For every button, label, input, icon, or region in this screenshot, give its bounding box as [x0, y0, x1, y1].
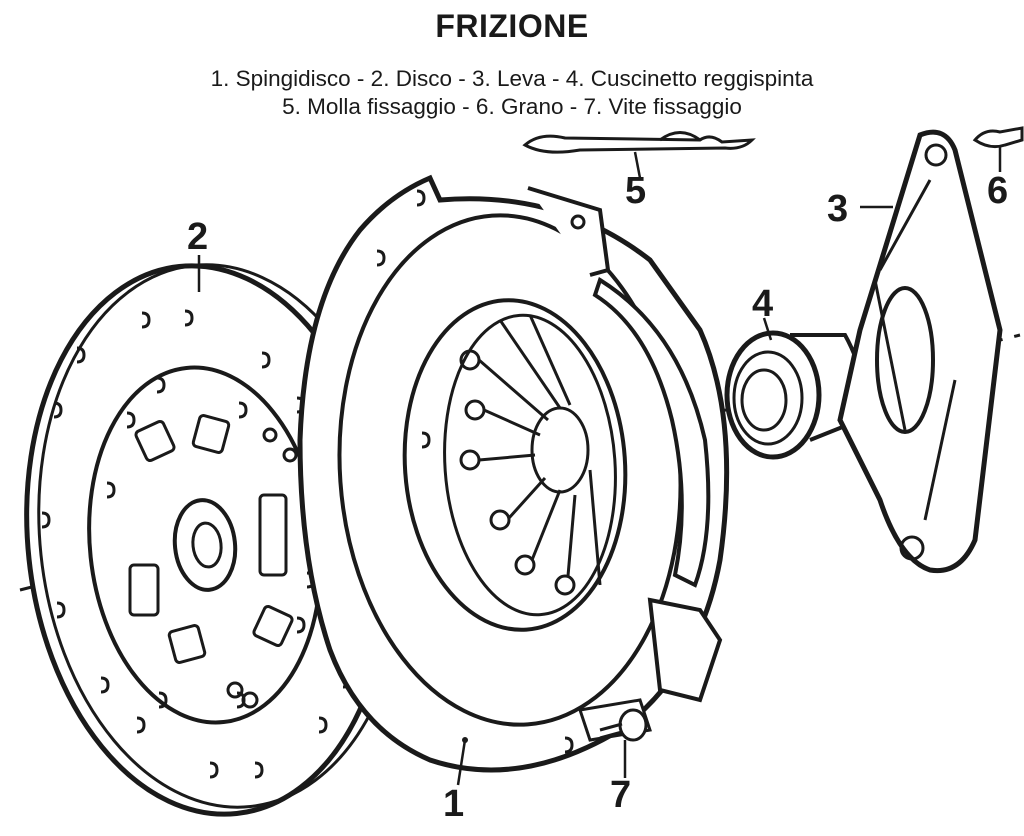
diagram-title: FRIZIONE — [435, 8, 589, 44]
callout-number-3: 3 — [827, 188, 849, 230]
callout-number-4: 4 — [752, 283, 774, 325]
diaphragm-fingers — [459, 314, 602, 596]
callout-number-7: 7 — [610, 774, 632, 816]
grub-screw — [972, 126, 1024, 149]
callout-number-5: 5 — [625, 170, 647, 212]
legend-line-2: 5. Molla fissaggio - 6. Grano - 7. Vite … — [282, 94, 742, 119]
retaining-spring — [522, 131, 756, 154]
damper-springs — [128, 414, 294, 664]
leader-lines — [197, 145, 1002, 786]
callout-number-6: 6 — [987, 170, 1009, 212]
callout-number-1: 1 — [443, 783, 465, 825]
release-fork-lever — [837, 129, 1003, 574]
legend-line-1: 1. Spingidisco - 2. Disco - 3. Leva - 4.… — [210, 66, 814, 91]
callout-number-2: 2 — [187, 216, 209, 258]
pressure-plate — [297, 174, 730, 773]
release-bearing — [724, 330, 865, 460]
fixing-screw — [599, 708, 648, 742]
